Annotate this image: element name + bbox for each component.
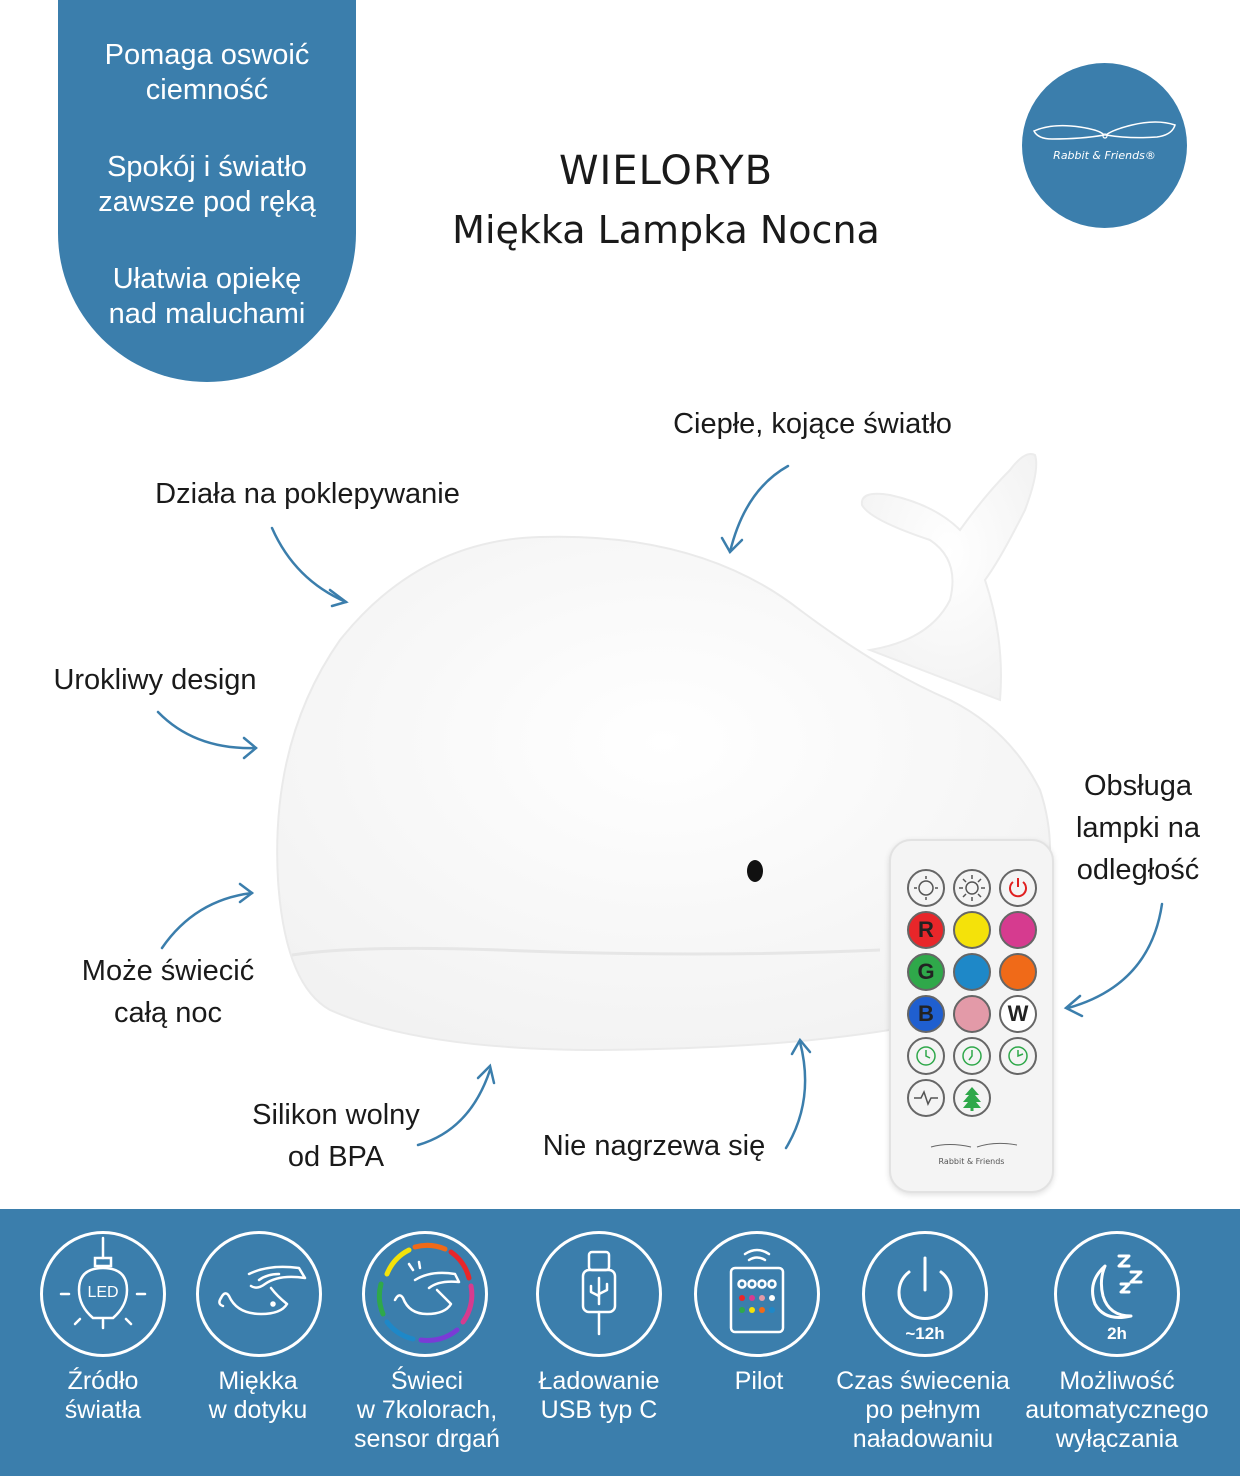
rabbit-ears-icon xyxy=(1032,121,1176,140)
remote-logo-icon xyxy=(930,1142,1018,1148)
blue-button: B xyxy=(907,995,945,1033)
arrow-no-heat xyxy=(784,1040,807,1150)
benefits-panel: Pomaga oswoić ciemność Spokój i światło … xyxy=(58,0,356,382)
brand-logo: Rabbit & Friends® xyxy=(1022,63,1187,228)
remote-brand: Rabbit & Friends xyxy=(938,1157,1005,1166)
red-button: R xyxy=(907,911,945,949)
product-title: WIELORYB xyxy=(558,148,774,194)
soft-touch-whale-icon xyxy=(196,1231,322,1357)
callout-all-night: Może świecić całą noc xyxy=(81,955,255,1029)
yellow-button xyxy=(953,911,991,949)
green-button: G xyxy=(907,953,945,991)
arrow-all-night xyxy=(160,891,254,950)
benefit-item: Spokój i światło zawsze pod ręką xyxy=(98,151,316,218)
callout-tap: Działa na poklepywanie xyxy=(155,478,460,510)
callout-design: Urokliwy design xyxy=(53,664,257,696)
remote-control-icon xyxy=(694,1231,820,1357)
timer-icon xyxy=(999,1037,1037,1075)
features-bar: LED Źródło światła Miękka w dotyku xyxy=(0,1209,1240,1476)
feature-label: Ładowanie USB typ C xyxy=(538,1367,660,1424)
logo-text: Rabbit & Friends® xyxy=(1053,149,1156,162)
arrow-silicone xyxy=(416,1068,492,1147)
magenta-button xyxy=(999,911,1037,949)
feature-label: Możliwość automatycznego wyłączania xyxy=(1025,1367,1209,1453)
pink-button xyxy=(953,995,991,1033)
led-text: LED xyxy=(87,1284,119,1301)
benefit-item: Pomaga oswoić ciemność xyxy=(104,39,310,106)
timer-icon xyxy=(953,1037,991,1075)
remote-control: R G B W Rabbit & Friends xyxy=(889,839,1054,1193)
blue-light-button xyxy=(953,953,991,991)
arrow-remote xyxy=(1066,902,1164,1010)
feature-label: Miękka w dotyku xyxy=(208,1367,308,1424)
callout-no-heat: Nie nagrzewa się xyxy=(542,1130,766,1162)
arrow-warm-light xyxy=(728,464,790,554)
callout-arrows xyxy=(156,464,1164,1150)
usb-c-icon xyxy=(536,1231,662,1357)
callout-silicone: Silikon wolny od BPA xyxy=(252,1099,420,1173)
benefit-item: Ułatwia opiekę nad maluchami xyxy=(108,263,306,330)
auto-off-time-text: 2h xyxy=(1107,1324,1127,1343)
white-button: W xyxy=(999,995,1037,1033)
tree-icon xyxy=(953,1079,991,1117)
duration-text: ~12h xyxy=(905,1324,945,1343)
whale-lamp-illustration xyxy=(276,453,1051,1052)
brightness-down-icon xyxy=(907,869,945,907)
pulse-mode-icon xyxy=(907,1079,945,1117)
color-sensor-whale-icon xyxy=(362,1231,488,1357)
feature-label: Pilot xyxy=(734,1367,784,1395)
brightness-up-icon xyxy=(953,869,991,907)
feature-label: Świeci w 7kolorach, sensor drgań xyxy=(354,1367,500,1453)
power-timer-icon: ~12h xyxy=(862,1231,988,1357)
orange-button xyxy=(999,953,1037,991)
timer-icon xyxy=(907,1037,945,1075)
product-subtitle: Miękka Lampka Nocna xyxy=(452,208,880,252)
arrow-design xyxy=(156,710,258,750)
sleep-moon-icon: 2h xyxy=(1054,1231,1180,1357)
callout-remote: Obsługa lampki na odległość xyxy=(1075,770,1201,886)
feature-label: Czas świecenia po pełnym naładowaniu xyxy=(836,1367,1010,1453)
callout-warm-light: Ciepłe, kojące światło xyxy=(673,408,952,440)
feature-label: Źródło światła xyxy=(64,1367,142,1424)
arrow-tap xyxy=(270,526,348,604)
power-icon xyxy=(999,869,1037,907)
led-bulb-icon: LED xyxy=(40,1231,166,1357)
whale-eye xyxy=(747,860,763,882)
